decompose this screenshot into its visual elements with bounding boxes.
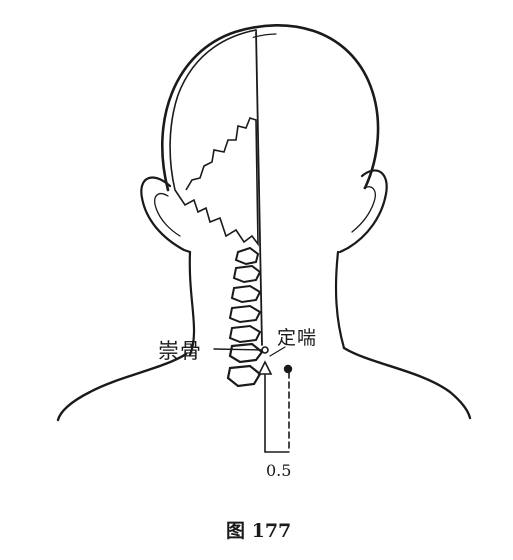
- dingchuan-point: [283, 364, 293, 374]
- vertebra: [228, 324, 262, 344]
- chonggu-marker-triangle: [257, 360, 273, 375]
- right-ear: [338, 169, 388, 254]
- label-chonggu: 崇骨: [158, 339, 202, 363]
- right-ear-inner: [351, 186, 376, 233]
- dingchuan-leader: [269, 346, 286, 357]
- midline: [255, 29, 263, 346]
- vertebra-t1: [226, 364, 262, 388]
- left-shoulder: [56, 352, 188, 422]
- label-measure: 0.5: [266, 461, 291, 480]
- vertebra: [230, 284, 262, 304]
- left-ear-inner: [154, 193, 181, 237]
- head-outline: [160, 24, 380, 192]
- neck-left: [188, 250, 196, 357]
- neck-right: [334, 250, 346, 350]
- figure-caption: 图 177: [226, 520, 291, 542]
- vertebra: [232, 264, 262, 284]
- vertebra: [228, 304, 262, 324]
- label-dingchuan: 定喘: [277, 327, 317, 349]
- left-ear: [140, 176, 192, 254]
- vertebra-c7: [228, 342, 264, 364]
- hair-region: [169, 29, 259, 247]
- right-shoulder: [342, 346, 472, 420]
- vertebra: [234, 246, 260, 266]
- cervical-vertebrae: [226, 246, 264, 388]
- chonggu-point: [261, 346, 269, 354]
- chonggu-leader: [213, 348, 263, 351]
